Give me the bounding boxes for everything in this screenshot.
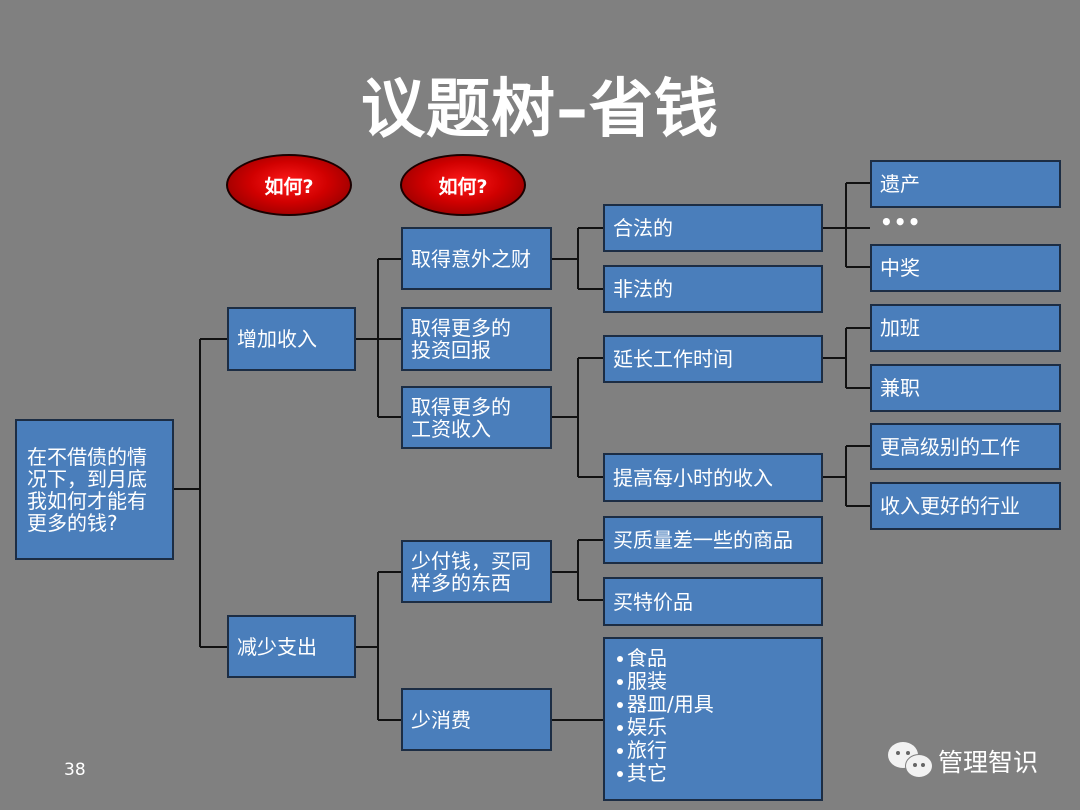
node-windfall: 取得意外之财 (401, 227, 552, 290)
node-illegal: 非法的 (603, 265, 823, 313)
node-better-industry: 收入更好的行业 (870, 482, 1061, 530)
node-special-offers: 买特价品 (603, 577, 823, 626)
slide-title: 议题树–省钱 (361, 73, 719, 147)
list-item: 娱乐 (617, 716, 821, 739)
connector-expense (355, 571, 401, 721)
ellipsis: ••• (880, 210, 922, 234)
wechat-icon (888, 742, 934, 780)
list-item: 其它 (617, 762, 821, 785)
connector-pay-less (551, 539, 604, 601)
node-consume-less: 少消费 (401, 688, 552, 751)
bullet-icon (617, 724, 623, 731)
how-oval-2: 如何? (400, 154, 526, 216)
connector-root (173, 338, 227, 648)
node-legal: 合法的 (603, 204, 823, 252)
node-higher-level-job: 更高级别的工作 (870, 423, 1061, 470)
node-investment-return: 取得更多的 投资回报 (401, 307, 552, 371)
node-longer-hours: 延长工作时间 (603, 335, 823, 383)
node-lottery: 中奖 (870, 244, 1061, 292)
connector-legal (822, 182, 870, 268)
node-reduce-expense: 减少支出 (227, 615, 356, 678)
node-pay-less: 少付钱，买同 样多的东西 (401, 540, 552, 603)
connector-hourly (822, 445, 870, 507)
bullet-icon (617, 770, 623, 777)
connector-income (355, 258, 401, 418)
node-part-time: 兼职 (870, 364, 1061, 412)
how-oval-1: 如何? (226, 154, 352, 216)
node-wage-income: 取得更多的 工资收入 (401, 386, 552, 449)
page-number: 38 (64, 760, 86, 780)
list-item: 器皿/用具 (617, 693, 821, 716)
brand-watermark: 管理智识 (888, 742, 1038, 780)
connector-wage (551, 357, 604, 478)
root-question: 在不借债的情况下，到月底我如何才能有更多的钱? (15, 419, 174, 560)
bullet-icon (617, 747, 623, 754)
consume-less-list: 食品 服装 器皿/用具 娱乐 旅行 其它 (603, 637, 823, 801)
brand-name: 管理智识 (938, 748, 1039, 777)
list-item: 食品 (617, 647, 821, 670)
node-overtime: 加班 (870, 304, 1061, 352)
bullet-icon (617, 678, 623, 685)
list-item: 服装 (617, 670, 821, 693)
connector-longer-hours (822, 327, 870, 389)
bullet-icon (617, 655, 623, 662)
node-inheritance: 遗产 (870, 160, 1061, 208)
node-hourly-income: 提高每小时的收入 (603, 453, 823, 502)
node-increase-income: 增加收入 (227, 307, 356, 371)
node-cheaper-goods: 买质量差一些的商品 (603, 516, 823, 564)
list-item: 旅行 (617, 739, 821, 762)
connector-windfall (551, 227, 604, 290)
bullet-icon (617, 701, 623, 708)
